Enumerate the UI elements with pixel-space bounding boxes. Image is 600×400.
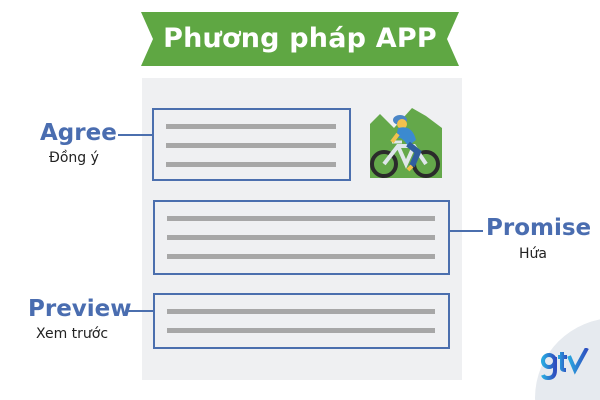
promise-connector — [450, 230, 483, 232]
preview-box — [153, 293, 450, 349]
preview-connector — [127, 310, 153, 312]
text-line — [167, 309, 435, 314]
preview-translation: Xem trước — [36, 326, 109, 342]
text-line — [167, 216, 435, 221]
text-line — [166, 143, 336, 148]
agree-connector — [118, 134, 152, 136]
promise-label: Promise — [486, 215, 592, 241]
title-banner: Phương pháp APP — [141, 12, 459, 66]
mountain-biker-icon — [368, 106, 444, 182]
text-line — [166, 124, 336, 129]
text-line — [166, 162, 336, 167]
gtv-logo — [540, 347, 590, 386]
agree-label: Agree — [40, 120, 117, 146]
text-line — [167, 254, 435, 259]
promise-box — [153, 200, 450, 275]
promise-translation: Hứa — [519, 246, 547, 262]
text-line — [167, 328, 435, 333]
preview-label: Preview — [28, 296, 132, 322]
text-line — [167, 235, 435, 240]
ribbon-shape — [141, 12, 459, 66]
page-title: Phương pháp APP — [163, 23, 437, 54]
agree-box — [152, 108, 351, 181]
agree-translation: Đồng ý — [49, 150, 99, 166]
